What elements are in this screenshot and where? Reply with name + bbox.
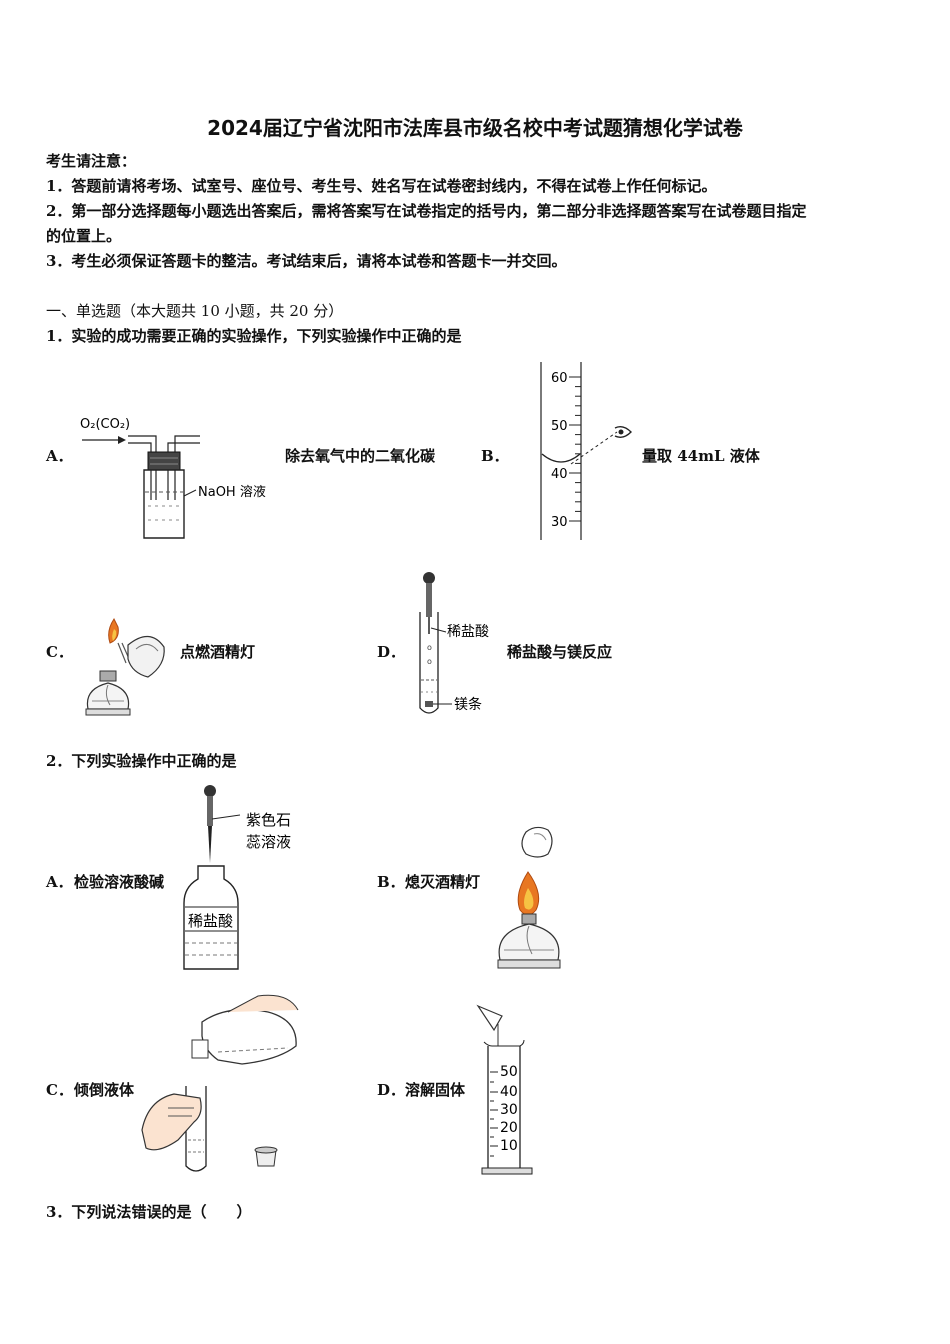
cylinder2-tick-50: 50 <box>500 1064 518 1080</box>
notice-item-1: 1．答题前请将考场、试室号、座位号、考生号、姓名写在试卷密封线内，不得在试卷上作… <box>46 177 717 195</box>
notice-item-3: 3．考生必须保证答题卡的整洁。考试结束后，请将本试卷和答题卡一并交回。 <box>46 252 567 270</box>
cylinder-tick-60: 60 <box>551 371 568 386</box>
q2-option-a-letter[interactable]: A． <box>46 873 73 891</box>
gas-label: O₂(CO₂) <box>80 417 130 432</box>
cylinder-tick-30: 30 <box>551 515 568 530</box>
q1-option-a-letter[interactable]: A． <box>46 447 73 465</box>
cylinder-tick-40: 40 <box>551 467 568 482</box>
cylinder-tick-50: 50 <box>551 419 568 434</box>
dissolve-cylinder-figure: 50 40 30 20 10 <box>476 1004 533 1175</box>
indicator-label-1: 紫色石 <box>246 811 291 829</box>
q1-option-d-text: 稀盐酸与镁反应 <box>507 643 613 661</box>
cylinder2-tick-10: 10 <box>500 1138 518 1154</box>
q1-option-a-text: 除去氧气中的二氧化碳 <box>285 447 436 465</box>
q3-stem: 3．下列说法错误的是（ ） <box>46 1203 252 1221</box>
q1-option-c-letter[interactable]: C． <box>46 643 73 661</box>
q1-option-b-letter[interactable]: B． <box>481 447 509 465</box>
acid-magnesium-figure: o o 稀盐酸 镁条 <box>419 572 489 714</box>
cylinder2-tick-30: 30 <box>500 1102 518 1118</box>
notice-item-2: 2．第一部分选择题每小题选出答案后，需将答案写在试卷指定的括号内，第二部分非选择… <box>46 202 807 220</box>
cylinder2-tick-20: 20 <box>500 1120 518 1136</box>
q1-option-c-text: 点燃酒精灯 <box>180 643 256 661</box>
svg-text:o: o <box>427 657 432 666</box>
section-heading: 一、单选题（本大题共 10 小题，共 20 分） <box>46 302 344 320</box>
indicator-test-figure: 紫色石 蕊溶液 稀盐酸 <box>183 785 291 970</box>
pour-liquid-figure <box>141 994 299 1172</box>
gas-washing-bottle-figure: O₂(CO₂) NaOH 溶液 <box>80 417 266 539</box>
cylinder2-tick-40: 40 <box>500 1084 518 1100</box>
q2-option-d-letter[interactable]: D． <box>377 1081 406 1099</box>
q2-option-c-text: 倾倒液体 <box>74 1081 135 1099</box>
page-title: 2024届辽宁省沈阳市法库县市级名校中考试题猜想化学试卷 <box>207 116 743 140</box>
q1-option-b-text: 量取 44mL 液体 <box>642 447 760 465</box>
indicator-label-2: 蕊溶液 <box>246 833 291 851</box>
cylinder-reading-figure: 60 50 40 30 <box>540 362 632 540</box>
lamp-extinguish-figure <box>497 826 561 969</box>
q2-option-b-letter[interactable]: B． <box>377 873 405 891</box>
bottle-label: 稀盐酸 <box>188 912 233 930</box>
solution-label: NaOH 溶液 <box>198 485 266 500</box>
q2-stem: 2．下列实验操作中正确的是 <box>46 752 237 770</box>
notice-heading: 考生请注意： <box>46 152 137 170</box>
q2-option-c-letter[interactable]: C． <box>46 1081 73 1099</box>
svg-text:o: o <box>427 643 432 652</box>
notice-item-2-cont: 的位置上。 <box>46 227 122 245</box>
q1-stem: 1．实验的成功需要正确的实验操作，下列实验操作中正确的是 <box>46 327 462 345</box>
q2-option-d-text: 溶解固体 <box>405 1081 466 1099</box>
q2-option-a-text: 检验溶液酸碱 <box>74 873 165 891</box>
acid-label: 稀盐酸 <box>447 624 489 640</box>
lamp-lighting-figure <box>85 618 165 716</box>
q1-option-d-letter[interactable]: D． <box>377 643 406 661</box>
q2-option-b-text: 熄灭酒精灯 <box>405 873 481 891</box>
ribbon-label: 镁条 <box>454 696 482 713</box>
